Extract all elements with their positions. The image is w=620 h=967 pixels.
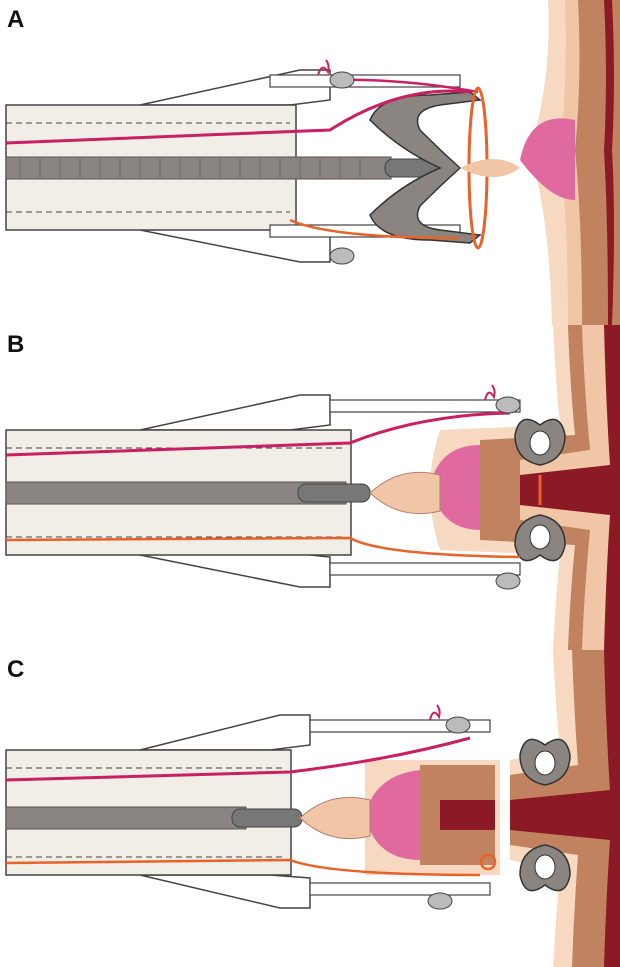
panel-b: B [0,325,620,650]
tissue-wall-a [520,0,620,325]
panel-c: C [0,650,620,967]
lesion-a [520,118,575,200]
coil-c [6,807,246,829]
panel-a: A [0,0,620,325]
diagram-a [0,0,620,325]
diagram-c [0,650,620,967]
tissue-wall-b [430,325,620,650]
coil-a [6,157,391,179]
tissue-wall-c [365,650,620,967]
coil-b [6,482,346,504]
diagram-b [0,325,620,650]
